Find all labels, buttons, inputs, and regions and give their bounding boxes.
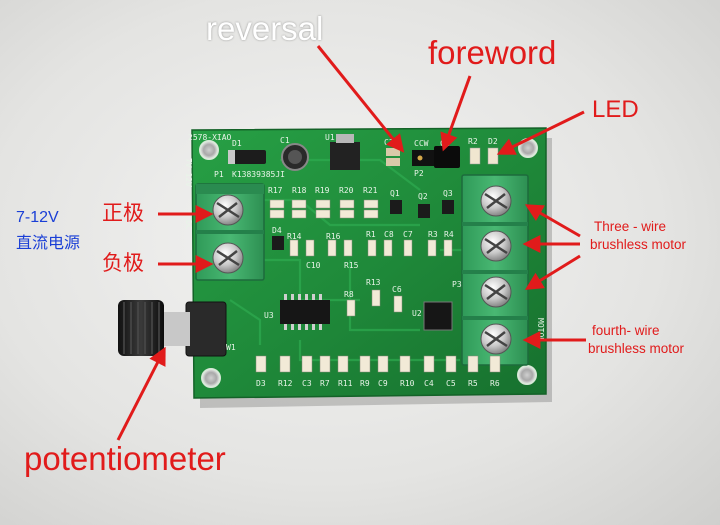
silk-c8: C8 (384, 230, 394, 239)
silk-r7: R7 (320, 379, 330, 388)
silkscreen-labels: 2578-XIAO D1 C1 U1 C2 CCW CW P2 R2 D2 P1… (184, 133, 545, 388)
silk-c6: C6 (392, 285, 402, 294)
silk-r6: R6 (490, 379, 500, 388)
silk-r2: R2 (468, 137, 478, 146)
silk-r9: R9 (360, 379, 370, 388)
label-fourth-wire-line2: brushless motor (588, 341, 685, 356)
silk-r15: R15 (344, 261, 359, 270)
label-positive-cn: 正极 (102, 201, 144, 225)
silk-d3: D3 (256, 379, 266, 388)
silk-d2: D2 (488, 137, 498, 146)
cap-c2b (386, 158, 400, 166)
silk-board-id: 2578-XIAO (188, 133, 232, 142)
label-power-cn: 直流电源 (16, 233, 81, 252)
silk-w1: W1 (226, 343, 236, 352)
arrow-led (496, 110, 585, 155)
silk-r13: R13 (366, 278, 381, 287)
label-three-wire-line2: brushless motor (590, 237, 687, 252)
silk-q3: Q3 (443, 189, 453, 198)
mounting-hole (199, 140, 219, 160)
arrow-three-wire-1 (524, 204, 581, 238)
diode-d1 (228, 150, 266, 164)
silk-r3: R3 (428, 230, 438, 239)
label-negative-cn: 负极 (102, 251, 144, 275)
silk-p2: P2 (414, 169, 424, 178)
label-foreword: foreword (428, 34, 557, 71)
mounting-hole (517, 365, 537, 385)
silk-r20: R20 (339, 186, 354, 195)
arrow-foreword (440, 75, 472, 152)
silk-r11: R11 (338, 379, 353, 388)
silk-ccw: CCW (414, 139, 429, 148)
silk-dc: DC (184, 220, 193, 230)
resistor-r2 (469, 147, 481, 165)
silk-motor: MOTOR (536, 318, 545, 342)
mounting-hole (201, 368, 221, 388)
silk-r1: R1 (366, 230, 376, 239)
silk-c9: C9 (378, 379, 388, 388)
smd-resistors-bottom (255, 355, 501, 373)
regulator-u1 (330, 142, 360, 170)
label-fourth-wire-line1: fourth- wire (592, 323, 660, 338)
ic-u2 (423, 301, 453, 331)
silk-r17: R17 (268, 186, 283, 195)
label-potentiometer: potentiometer (24, 440, 226, 477)
silk-voltage: 7V-12V (184, 158, 193, 187)
jumper-cap (434, 146, 460, 168)
cap-c2 (386, 148, 400, 156)
potentiometer-w1 (118, 300, 227, 357)
label-led: LED (592, 96, 639, 123)
transistors-q (390, 200, 454, 218)
silk-c10: C10 (306, 261, 321, 270)
silk-r12: R12 (278, 379, 293, 388)
silk-r19: R19 (315, 186, 330, 195)
silk-r14: R14 (287, 232, 302, 241)
silk-p1: P1 (214, 170, 224, 179)
silk-u3: U3 (264, 311, 274, 320)
silk-r4: R4 (444, 230, 454, 239)
silk-c1: C1 (280, 136, 290, 145)
smd-resistors-top (269, 199, 379, 219)
silk-u2: U2 (412, 309, 422, 318)
label-reversal: reversal (206, 10, 324, 47)
silk-q2: Q2 (418, 192, 428, 201)
silk-c3: C3 (302, 379, 312, 388)
arrow-reversal (316, 45, 405, 153)
header-pin (417, 155, 423, 161)
arrow-potentiometer (116, 346, 166, 441)
motor-terminal-block (461, 174, 529, 366)
capacitor-top (288, 150, 302, 164)
silk-r5: R5 (468, 379, 478, 388)
diode-band (228, 150, 235, 164)
label-three-wire-line1: Three - wire (594, 219, 667, 234)
label-voltage: 7-12V (16, 209, 59, 226)
silk-c7: C7 (403, 230, 413, 239)
silk-c4: C4 (424, 379, 434, 388)
silk-serial: K13839385JI (232, 170, 285, 179)
silk-c5: C5 (446, 379, 456, 388)
ic-u3 (280, 294, 330, 330)
silk-r16: R16 (326, 232, 341, 241)
silk-r10: R10 (400, 379, 415, 388)
silk-u1: U1 (325, 133, 335, 142)
silk-p3: P3 (452, 280, 462, 289)
annotation-arrows (116, 45, 586, 441)
silk-r21: R21 (363, 186, 378, 195)
led-d2 (487, 147, 499, 165)
silk-d1: D1 (232, 139, 242, 148)
silk-r18: R18 (292, 186, 307, 195)
silk-q1: Q1 (390, 189, 400, 198)
power-terminal-block (195, 183, 265, 281)
silk-d4: D4 (272, 226, 282, 235)
regulator-tab (336, 134, 354, 143)
silk-r8: R8 (344, 290, 354, 299)
arrow-three-wire-3 (524, 254, 581, 290)
smd-parts-middle (289, 239, 453, 317)
diode-d4 (272, 236, 284, 250)
